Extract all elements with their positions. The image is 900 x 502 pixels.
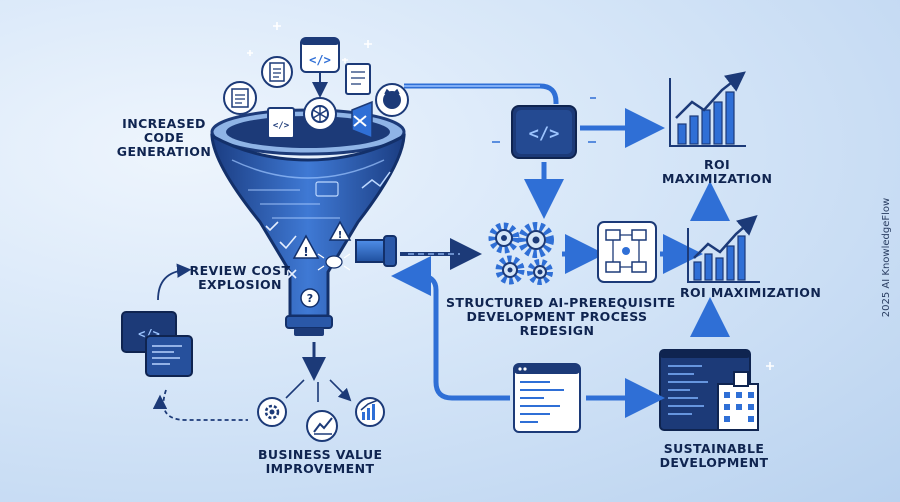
structured-process-label: Structured AI-Prerequisite Development P… (446, 295, 676, 338)
document-icon (261, 56, 293, 88)
copyright-text: 2025 AI KnowledgeFlow (880, 197, 892, 318)
svg-text:?: ? (307, 292, 313, 305)
document-icon (345, 63, 371, 95)
funnel (210, 108, 406, 336)
gear-icon (518, 222, 554, 258)
gear-icon (527, 259, 553, 285)
warning-icon: ! (292, 234, 320, 259)
bug-icon (317, 253, 351, 271)
label-line: Increased (122, 116, 206, 131)
svg-text:</>: </> (529, 124, 560, 144)
question-icon: ? (300, 288, 320, 308)
building-icon (659, 349, 774, 431)
warning-icon: ! (328, 220, 352, 241)
label-line: ROI Maximization (680, 285, 822, 300)
label-line: ROI (703, 157, 731, 172)
review-cost-explosion-label: Review Cost Explosion (188, 264, 292, 292)
chart-icon (687, 215, 760, 283)
label-line: Improvement (265, 461, 375, 476)
roi-maximization-top-label: ROI Maximization (662, 158, 772, 186)
increased-code-generation-label: Increased Code Generation (114, 117, 214, 159)
code-window-icon: </> (511, 105, 577, 159)
gear-icon (488, 222, 520, 254)
svg-text:</>: </> (273, 121, 290, 131)
flowchart-icon (597, 221, 657, 283)
label-line: Explosion (198, 277, 282, 292)
label-line: Maximization (662, 171, 773, 186)
label-line: Generation (116, 144, 212, 159)
label-line: Development Process (466, 309, 648, 324)
vscode-icon (351, 100, 373, 140)
svg-text:</>: </> (309, 53, 331, 67)
code-window-icon: </> (267, 107, 295, 139)
label-line: Business Value (258, 447, 383, 462)
chart-icon (355, 397, 385, 427)
label-line: Sustainable (663, 441, 765, 456)
code-editor-icon: </> (121, 311, 193, 377)
sustainable-development-label: Sustainable Development (654, 442, 774, 470)
label-line: Redesign (519, 323, 595, 338)
gear-icon (257, 397, 287, 427)
roi-maximization-mid-label: ROI Maximization (680, 285, 822, 300)
label-line: Structured AI-Prerequisite (446, 295, 676, 310)
chart-icon (306, 410, 338, 442)
chart-icon (669, 71, 746, 147)
github-icon (375, 83, 409, 117)
code-window-icon: </> (300, 37, 340, 73)
label-line: Development (659, 455, 769, 470)
code-editor-icon (513, 363, 581, 433)
document-icon (223, 81, 257, 115)
gear-icon (495, 255, 525, 285)
business-value-improvement-label: Business Value Improvement (258, 448, 382, 476)
svg-text:!: ! (338, 230, 343, 241)
label-line: Review Cost (189, 263, 291, 278)
svg-text:!: ! (303, 245, 308, 259)
openai-icon (303, 97, 337, 131)
label-line: Code (143, 130, 185, 145)
